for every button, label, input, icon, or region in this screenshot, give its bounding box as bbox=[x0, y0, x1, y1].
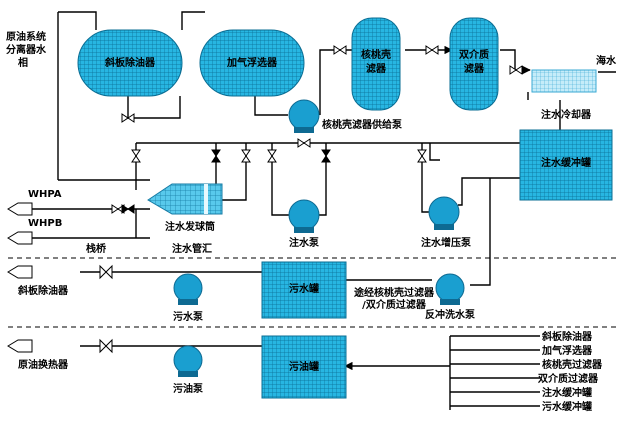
svg-text:相: 相 bbox=[18, 56, 28, 69]
svg-text:注水发球筒: 注水发球筒 bbox=[165, 220, 215, 233]
svg-text:滤器: 滤器 bbox=[366, 62, 387, 75]
injection-water-buffer-tank: 注水缓冲罐 bbox=[519, 129, 613, 201]
via-filters-label: 途经核桃壳过滤器 bbox=[354, 286, 435, 299]
crude-hx-outlet: 原油换热器 bbox=[7, 339, 69, 371]
svg-text:注水缓冲罐: 注水缓冲罐 bbox=[542, 386, 592, 399]
svg-text:污水泵: 污水泵 bbox=[173, 310, 204, 323]
injection-water-cooler: 注水冷却器 bbox=[531, 69, 597, 121]
whpb-outlet: WHPB bbox=[7, 218, 62, 245]
skim-oil-remover-tank: 斜板除油器 bbox=[77, 29, 183, 97]
svg-text:污油罐: 污油罐 bbox=[289, 360, 319, 373]
svg-text:原油换热器: 原油换热器 bbox=[18, 358, 69, 371]
svg-text:分离器水: 分离器水 bbox=[6, 43, 47, 56]
svg-text:加气浮选器: 加气浮选器 bbox=[541, 344, 593, 357]
svg-text:污水罐: 污水罐 bbox=[289, 282, 319, 295]
walnut-feed-pump: 核桃壳滤器供给泵 bbox=[288, 99, 403, 133]
svg-text:污油泵: 污油泵 bbox=[173, 382, 204, 395]
section-dividers bbox=[8, 257, 620, 328]
svg-text:双介质过滤器: 双介质过滤器 bbox=[538, 372, 599, 385]
svg-text:WHPA: WHPA bbox=[28, 189, 62, 200]
dual-media-filter: 双介质 滤器 bbox=[449, 17, 499, 111]
bridge-label: 栈桥 bbox=[86, 242, 107, 255]
source-label: 原油系统 bbox=[6, 30, 46, 43]
source-list: 斜板除油器 加气浮选器 核桃壳过滤器 双介质过滤器 注水缓冲罐 污水缓冲罐 bbox=[538, 330, 603, 413]
sewage-tank: 污水罐 bbox=[261, 261, 347, 319]
waste-oil-pump: 污油泵 bbox=[173, 345, 204, 395]
booster-pump: 注水增压泵 bbox=[421, 196, 472, 249]
flotation-label: 加气浮选器 bbox=[226, 56, 278, 69]
svg-text:反冲洗水泵: 反冲洗水泵 bbox=[425, 308, 476, 321]
sewage-pump: 污水泵 bbox=[173, 273, 204, 323]
valves bbox=[99, 45, 523, 354]
svg-text:WHPB: WHPB bbox=[28, 218, 62, 229]
whpa-outlet: WHPA bbox=[7, 189, 62, 216]
svg-text:核桃壳过滤器: 核桃壳过滤器 bbox=[542, 358, 603, 371]
svg-text:核桃壳: 核桃壳 bbox=[361, 48, 391, 61]
svg-text:双介质: 双介质 bbox=[459, 48, 489, 61]
svg-text:滤器: 滤器 bbox=[464, 62, 485, 75]
svg-text:注水泵: 注水泵 bbox=[289, 236, 320, 249]
gas-flotation-unit: 加气浮选器 bbox=[199, 29, 305, 97]
closed-valves bbox=[121, 149, 331, 214]
injection-pump: 注水泵 bbox=[288, 199, 320, 249]
waste-oil-tank: 污油罐 bbox=[261, 335, 347, 399]
svg-text:注水缓冲罐: 注水缓冲罐 bbox=[541, 156, 591, 169]
injection-launcher: 注水发球筒 bbox=[147, 183, 223, 233]
svg-text:/双介质过滤器: /双介质过滤器 bbox=[362, 298, 427, 311]
svg-text:污水缓冲罐: 污水缓冲罐 bbox=[542, 400, 592, 413]
walnut-shell-filter: 核桃壳 滤器 bbox=[351, 17, 401, 111]
skim-outlet: 斜板除油器 bbox=[7, 265, 69, 297]
seawater-label: 海水 bbox=[596, 54, 617, 67]
skim-tank-label: 斜板除油器 bbox=[104, 56, 156, 69]
manifold-label: 注水管汇 bbox=[172, 242, 212, 255]
svg-text:斜板除油器: 斜板除油器 bbox=[541, 330, 593, 343]
svg-text:注水冷却器: 注水冷却器 bbox=[541, 108, 592, 121]
backwash-pump: 反冲洗水泵 bbox=[425, 273, 476, 321]
svg-text:斜板除油器: 斜板除油器 bbox=[17, 284, 69, 297]
svg-text:注水增压泵: 注水增压泵 bbox=[421, 236, 472, 249]
svg-text:核桃壳滤器供给泵: 核桃壳滤器供给泵 bbox=[322, 118, 403, 131]
